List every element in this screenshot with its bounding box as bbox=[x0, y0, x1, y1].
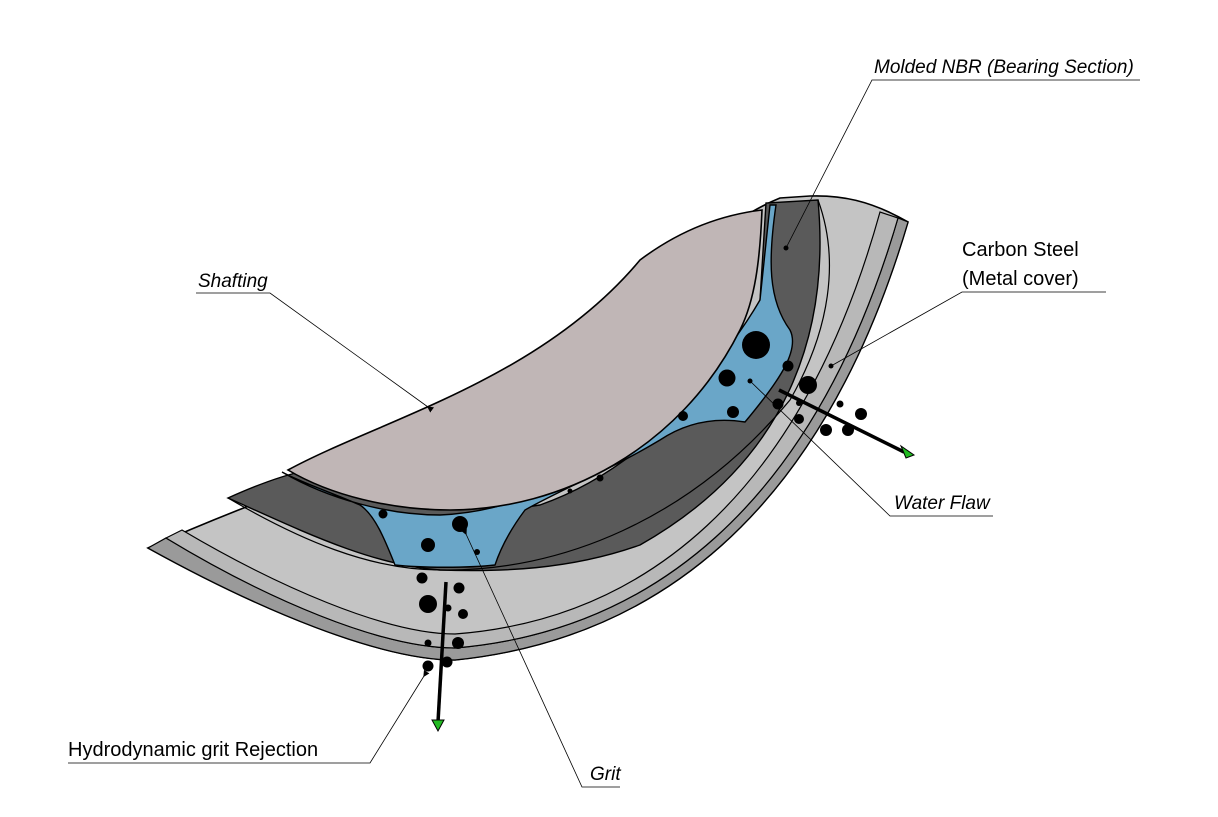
shaft bbox=[286, 209, 763, 511]
dot-icon bbox=[452, 516, 468, 532]
dot-icon bbox=[799, 376, 817, 394]
dot-icon bbox=[474, 549, 480, 555]
label-carbon-steel-2: (Metal cover) bbox=[962, 268, 1079, 290]
arrow-icon bbox=[778, 388, 916, 459]
dot-icon bbox=[378, 509, 388, 519]
grit-cluster-right bbox=[567, 245, 867, 494]
dot-icon bbox=[416, 572, 428, 584]
label-shafting: Shafting bbox=[198, 271, 268, 292]
dot-icon bbox=[441, 656, 453, 668]
metal-cover-band-inner bbox=[164, 211, 899, 649]
dot-icon bbox=[419, 595, 437, 613]
dot-icon bbox=[820, 424, 832, 436]
dot-icon bbox=[855, 408, 867, 420]
label-grit: Grit bbox=[590, 764, 621, 785]
dot-icon bbox=[836, 400, 844, 408]
dot-icon bbox=[567, 488, 573, 494]
label-water-flaw: Water Flaw bbox=[894, 493, 991, 514]
leader-lines bbox=[68, 79, 1140, 788]
dot-icon bbox=[727, 406, 739, 418]
arrow-icon bbox=[431, 581, 448, 733]
dot-icon bbox=[742, 331, 770, 359]
dot-icon bbox=[678, 411, 688, 421]
label-hydrodynamic: Hydrodynamic grit Rejection bbox=[68, 739, 318, 761]
dot-icon bbox=[424, 639, 432, 647]
dot-icon bbox=[452, 637, 464, 649]
dot-icon bbox=[782, 360, 794, 372]
bore-line bbox=[227, 199, 831, 571]
dot-icon bbox=[422, 660, 434, 672]
dot-icon bbox=[421, 538, 435, 552]
label-carbon-steel-1: Carbon Steel bbox=[962, 239, 1079, 261]
dot-icon bbox=[596, 474, 604, 482]
dot-icon bbox=[458, 609, 468, 619]
label-molded-nbr: Molded NBR (Bearing Section) bbox=[874, 57, 1134, 78]
dot-icon bbox=[718, 369, 736, 387]
dot-icon bbox=[794, 414, 804, 424]
dot-icon bbox=[453, 582, 465, 594]
dot-icon bbox=[772, 398, 784, 410]
